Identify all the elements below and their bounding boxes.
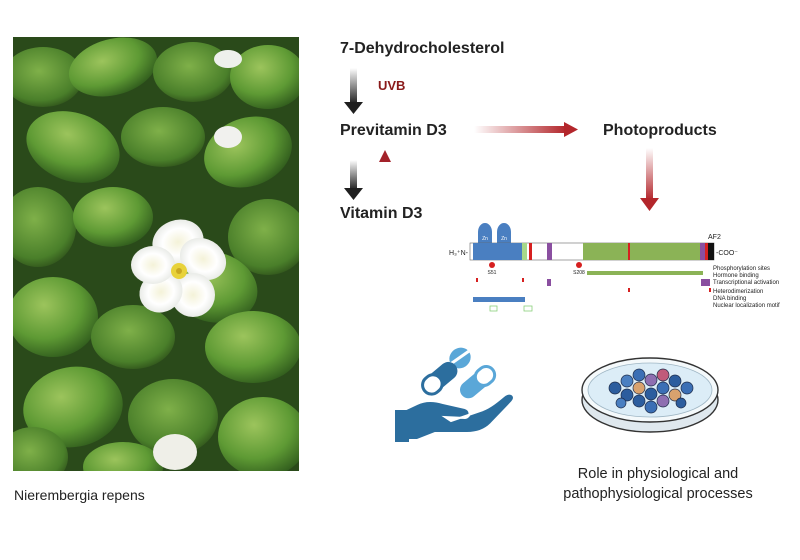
dna-binding-domain	[473, 243, 523, 260]
n-terminus: H₃⁺N-	[449, 250, 469, 257]
zn-label-2: Zn	[501, 236, 507, 242]
nls-track-1	[489, 305, 498, 312]
legend-nls: Nuclear localization motif	[713, 303, 780, 309]
legend-transcriptional-activation: Transcriptional activation	[713, 280, 779, 286]
legend-dna-binding: DNA binding	[713, 296, 746, 302]
uvb-arrow	[344, 68, 363, 114]
zinc-finger-2	[497, 223, 511, 243]
side-product-label: Photoproducts	[603, 122, 717, 139]
legend-hormone-binding: Hormone binding	[713, 273, 759, 279]
nls-track-2	[523, 305, 533, 312]
flower-photo	[13, 37, 299, 471]
uvb-label: UVB	[378, 78, 406, 93]
legend-phosphorylation: Phosphorylation sites	[713, 266, 770, 272]
isomerization-arrow	[344, 160, 363, 200]
legend-heterodimerization: Heterodimerization	[713, 289, 763, 295]
photoproduct-arrow	[474, 122, 578, 137]
af2-label: AF2	[708, 234, 721, 241]
c-terminus: -COO⁻	[716, 250, 738, 257]
phospho-site-s208	[576, 262, 582, 268]
site-label-s51: S51	[488, 270, 497, 276]
white-flower	[131, 219, 227, 317]
plant-image	[13, 37, 299, 471]
zinc-finger-1	[478, 223, 492, 243]
phospho-track-1	[476, 278, 478, 282]
domain-legend: Phosphorylation sites Hormone binding Tr…	[713, 266, 780, 309]
pill-hand-icon	[395, 347, 515, 442]
phospho-site-s51	[489, 262, 495, 268]
hormone-binding-track	[587, 271, 703, 275]
af2-domain	[708, 243, 714, 260]
role-line-2: pathophysiological processes	[563, 486, 753, 502]
product-label: Vitamin D3	[340, 205, 423, 222]
precursor-label: 7-Dehydrocholesterol	[340, 40, 505, 57]
role-caption: Role in physiological and pathophysiolog…	[548, 464, 768, 504]
vdr-domain-diagram: Zn Zn H₃⁺N- -COO⁻ AF2 S51 S208 Phosphory…	[449, 223, 780, 312]
dna-binding-track	[473, 297, 525, 302]
transcriptional-activation-track	[547, 279, 551, 286]
plant-caption: Nierembergia repens	[14, 487, 145, 503]
petri-dish-icon	[581, 357, 719, 433]
reverse-arrowhead	[379, 150, 391, 162]
ligand-binding-domain	[583, 243, 702, 260]
zn-label-1: Zn	[482, 236, 488, 242]
intermediate-label: Previtamin D3	[340, 122, 447, 139]
site-label-s208: S208	[573, 270, 585, 276]
photoproduct-down-arrow	[640, 148, 659, 211]
role-line-1: Role in physiological and	[577, 466, 739, 482]
